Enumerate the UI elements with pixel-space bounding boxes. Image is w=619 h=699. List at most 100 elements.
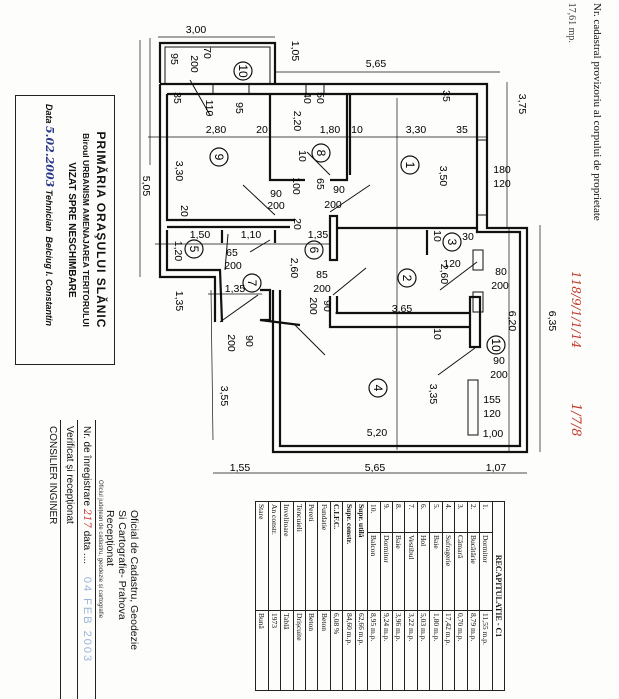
- recap-area: 0,70 m.p.: [454, 610, 468, 691]
- dimension-label: 20: [291, 218, 303, 230]
- room-circle: [304, 240, 324, 260]
- recap-summary-label: Invelitoare: [280, 501, 294, 611]
- dimension-label: 2,60: [438, 264, 450, 285]
- recap-area: 8,79 m.p.: [467, 610, 480, 691]
- room-number: 10: [489, 338, 503, 352]
- dimension-label: 95: [233, 102, 245, 114]
- room-number: 10: [236, 64, 250, 78]
- dimension-label: 1,35: [173, 291, 185, 312]
- recap-summary-label: An constr.: [268, 501, 281, 611]
- recap-nr: 8.: [392, 501, 405, 533]
- official-name: Belciug I. Constantin: [44, 236, 54, 327]
- dimension-label: 1,20: [172, 241, 184, 262]
- dimension-label: 200: [188, 55, 200, 73]
- recap-summary-value: Drișcuite: [293, 610, 306, 691]
- recap-summary-value: Bună: [255, 610, 269, 691]
- ocpi-stamp: Oficial de Cadastru, Geodezie Si Cartogr…: [0, 420, 140, 699]
- recap-nr: 10.: [367, 501, 381, 533]
- recap-nr: 9.: [380, 501, 393, 533]
- room-circle: [233, 61, 253, 81]
- room-circle: [242, 273, 262, 293]
- dimension-label: 5,05: [140, 176, 152, 197]
- recap-name: Dormitor: [380, 532, 393, 611]
- verified-row: Verificat și recepționat: [61, 420, 78, 699]
- dimension-label: 1,00: [483, 428, 504, 440]
- window: [472, 291, 484, 313]
- inner-wall-west: [165, 94, 295, 222]
- outer-wall-north: [160, 82, 529, 454]
- room-number: 7: [245, 280, 259, 287]
- dimension-label: 30: [462, 231, 474, 243]
- recap-area: 5,03 m.p.: [417, 610, 430, 691]
- room-number: 5: [187, 246, 201, 253]
- room-circle: [397, 268, 417, 288]
- dimension-label: 50: [314, 92, 326, 104]
- recap-summary-value: Beton: [317, 610, 331, 691]
- recap-summary-label: Pereti: [305, 501, 318, 611]
- recap-title: RECAPITULATIE - C1: [492, 501, 505, 691]
- dimension-label: 65: [314, 178, 326, 190]
- door-swing: [249, 239, 271, 253]
- room-circle: [486, 335, 506, 355]
- wall-hall-post: [328, 214, 339, 262]
- door-swing: [329, 184, 371, 213]
- dimension-label: 155: [483, 394, 501, 406]
- window: [467, 379, 479, 436]
- wall-room2-south: [328, 296, 470, 329]
- walls: [158, 41, 529, 454]
- dimension-label: 10: [431, 328, 443, 340]
- primaria-stamp: PRIMĂRIA ORAŞULUI SLĂNIC Biroul URBANISM…: [15, 95, 115, 365]
- door-swing: [306, 151, 331, 176]
- dimension-label: 90: [333, 184, 345, 196]
- dimension-label: 1,80: [320, 124, 341, 136]
- stamp-line2: Biroul URBANISM AMENAJAREA TERITORULUI: [81, 133, 91, 327]
- recap-area: 8,95 m.p.: [367, 610, 381, 691]
- dimension-label: 200: [490, 369, 508, 381]
- dimension-label: 200: [267, 200, 285, 212]
- recap-nr: 7.: [405, 501, 418, 533]
- cadastral-text: Nr. cadastral provizoriu al corpului de …: [591, 3, 603, 221]
- dimension-label: 3,30: [173, 161, 185, 182]
- door-swing: [294, 324, 326, 356]
- dimension-label: 35: [456, 124, 468, 136]
- room-number: 2: [400, 275, 414, 282]
- recap-summary-value: 84,60 m.p.: [342, 610, 356, 691]
- dimension-label: 1,35: [225, 283, 246, 295]
- dimension-label: 200: [224, 260, 242, 272]
- dimension-label: 2,60: [288, 258, 300, 279]
- dimension-label: 1,50: [190, 229, 211, 241]
- dimension-label: 1,07: [486, 462, 507, 474]
- door-swing: [437, 347, 476, 376]
- wall-room5: [165, 230, 224, 323]
- recap-nr: 3.: [454, 501, 468, 533]
- recap-nr: 6.: [417, 501, 430, 533]
- recap-summary-row: C.I.F.C.6,08 %: [330, 501, 343, 691]
- dimension-label: 1,35: [308, 229, 329, 241]
- recap-name: Dormitor: [479, 532, 493, 611]
- ocpi-line1: Oficial de Cadastru, Geodezie: [128, 510, 140, 651]
- recap-area: 1,80 m.p.: [429, 610, 443, 691]
- recap-name: Bucătărie: [467, 532, 480, 611]
- dimension-label: 180: [493, 164, 511, 176]
- dimension-lines: [139, 36, 541, 474]
- dimension-label: 35: [171, 92, 183, 104]
- recap-area: 3,96 m.p.: [392, 610, 405, 691]
- dimension-label: 200: [324, 199, 342, 211]
- dimension-label: 40: [301, 92, 313, 104]
- dimension-label: 200: [313, 283, 331, 295]
- dimension-label: 3,75: [516, 94, 528, 115]
- date-value: 5.02.2003: [43, 126, 56, 188]
- recap-name: Baie: [392, 532, 405, 611]
- dimension-label: 10: [296, 150, 308, 162]
- top-cut-text: ... teren = 17,61 mp.: [566, 0, 577, 43]
- recap-name: Balcon: [367, 532, 381, 611]
- dimension-label: 3,35: [427, 384, 439, 405]
